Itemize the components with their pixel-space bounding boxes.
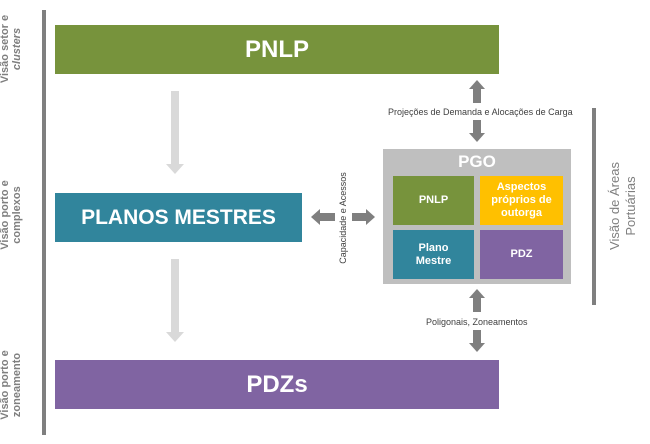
right-label-line1: Visão de Áreas [607, 162, 622, 250]
right-label-areas: Visão de Áreas Portuárias [607, 151, 639, 261]
left-label-sector: Visão setor e clusters [0, 9, 25, 89]
left-label-zoning-line2: zoneamento [11, 352, 23, 418]
arrow-pnlp-to-pm-head [166, 164, 184, 174]
right-label-line2: Portuárias [623, 176, 638, 236]
label-poligonais: Poligonais, Zoneamentos [426, 317, 528, 327]
arrow-pnlp-to-pm-shaft [171, 91, 179, 165]
label-capacidade: Capacidade e Acessos [338, 172, 348, 264]
label-projecoes: Projeções de Demanda e Alocações de Carg… [388, 107, 573, 117]
pgo-cell-pdz-label: PDZ [510, 248, 533, 260]
arrow-pm-to-pdz-shaft [171, 259, 179, 333]
arrow-bottom-up-shaft [473, 297, 481, 312]
left-label-port-line2: complexos [11, 186, 23, 244]
pgo-cell-pnlp-label: PNLP [418, 194, 449, 206]
pnlp-bar-label: PNLP [244, 35, 309, 63]
right-axis-line [592, 108, 596, 305]
arrow-bottom-up-head [469, 289, 485, 298]
pgo-cell-plano-line1: Plano [418, 241, 449, 254]
left-label-zoning-line1: Visão porto e [0, 350, 11, 420]
pgo-cell-aspectos-line2: próprios de [491, 194, 552, 206]
planos-mestres-bar: PLANOS MESTRES [55, 193, 302, 242]
pnlp-bar: PNLP [55, 25, 499, 74]
left-label-sector-line1: Visão setor e [0, 14, 11, 84]
left-label-sector-line2: clusters [11, 27, 23, 71]
pgo-cell-plano-line2: Mestre [415, 254, 452, 267]
pgo-cell-pnlp: PNLP [393, 176, 474, 225]
pdzs-bar: PDZs [55, 360, 499, 409]
pgo-cell-aspectos-line3: outorga [501, 207, 542, 219]
pgo-cell-plano-mestre: Plano Mestre [393, 230, 474, 279]
left-label-zoning: Visão porto e zoneamento [0, 345, 25, 425]
left-label-port: Visão porto e complexos [0, 175, 25, 255]
pgo-title: PGO [458, 152, 496, 171]
arrow-top-down-shaft [473, 120, 481, 134]
left-axis-line [42, 10, 46, 435]
arrow-pm-to-pdz-head [166, 332, 184, 342]
pdzs-bar-label: PDZs [246, 370, 308, 398]
pgo-cell-aspectos-line1: Aspectos [496, 181, 547, 193]
pgo-cell-aspectos: Aspectos próprios de outorga [480, 176, 563, 225]
arrow-top-up-shaft [473, 88, 481, 103]
arrow-bottom-down-shaft [473, 330, 481, 344]
arrow-top-up-head [469, 80, 485, 89]
arrow-horiz-left-shaft [320, 213, 335, 221]
arrow-horiz-right-head [366, 209, 375, 225]
arrow-bottom-down-head [469, 343, 485, 352]
left-label-port-line1: Visão porto e [0, 180, 11, 250]
planos-mestres-bar-label: PLANOS MESTRES [81, 205, 276, 229]
arrow-top-down-head [469, 133, 485, 142]
arrow-horiz-right-shaft [352, 213, 366, 221]
arrow-horiz-left-head [311, 209, 320, 225]
pgo-cell-pdz: PDZ [480, 230, 563, 279]
